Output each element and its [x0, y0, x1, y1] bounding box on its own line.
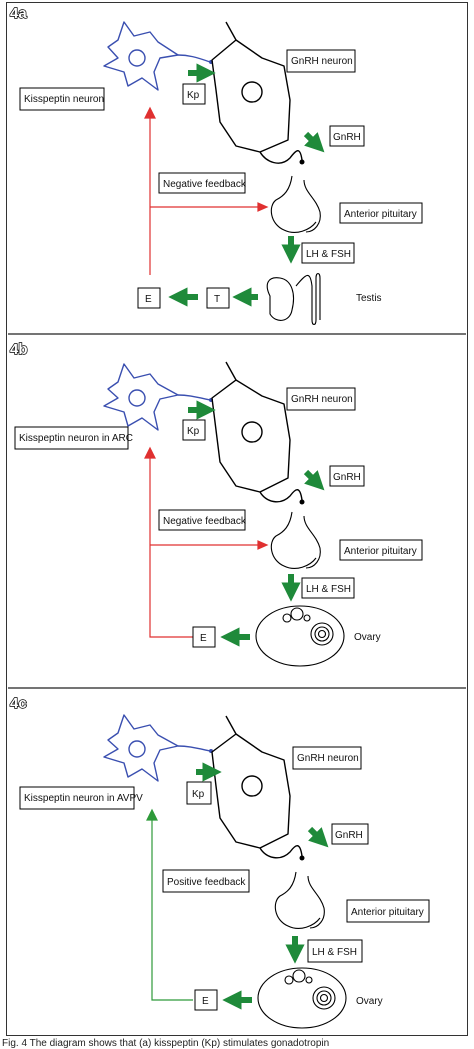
ovary-label: Ovary — [354, 632, 381, 643]
e-label: E — [200, 633, 207, 644]
e-box — [137, 287, 161, 309]
e-box — [192, 626, 216, 648]
ovary-icon — [255, 605, 345, 667]
gnrh-neuron-label: GnRH neuron — [297, 753, 359, 764]
positive-feedback-line — [146, 808, 193, 1001]
gnrh-arrow — [307, 826, 329, 848]
feedback-label: Negative feedback — [163, 179, 247, 190]
gnrh-box — [331, 823, 369, 845]
pituitary-label-box — [339, 539, 423, 561]
pituitary-icon — [270, 175, 321, 233]
panel-label: 4c — [10, 695, 27, 712]
e-label: E — [145, 294, 152, 305]
pituitary-icon — [270, 511, 321, 569]
lh-fsh-box — [301, 242, 355, 264]
panel-4c: 4c Kisspeptin neuron in AVPV GnRH neuron… — [9, 694, 430, 1029]
kisspeptin-label: Kisspeptin neuron in ARC — [19, 433, 133, 444]
negative-feedback-lines — [144, 106, 269, 275]
ovary-label: Ovary — [356, 996, 383, 1007]
kisspeptin-label-box — [14, 426, 129, 450]
kp-label: Kp — [187, 426, 200, 437]
t-box — [206, 287, 230, 309]
axon-terminal-icon — [299, 159, 305, 165]
negative-feedback-lines — [144, 446, 269, 638]
axon-terminal-icon — [299, 499, 305, 505]
kp-label: Kp — [192, 789, 205, 800]
feedback-label-box — [158, 509, 246, 531]
gnrh-arrow — [303, 469, 325, 491]
pituitary-label: Anterior pituitary — [344, 546, 417, 557]
kp-box — [186, 781, 212, 805]
lh-fsh-label: LH & FSH — [306, 584, 351, 595]
testis-label: Testis — [356, 293, 382, 304]
gnrh-arrow — [303, 131, 325, 153]
pituitary-label: Anterior pituitary — [351, 907, 424, 918]
figure-caption: Fig. 4 The diagram shows that (a) kisspe… — [2, 1038, 329, 1049]
t-label: T — [214, 294, 220, 305]
gnrh-box — [329, 465, 365, 487]
lh-fsh-label: LH & FSH — [312, 947, 357, 958]
gnrh-label: GnRH — [333, 472, 361, 483]
pituitary-label-box — [339, 202, 423, 224]
gnrh-neuron-label-box — [286, 387, 356, 411]
lh-fsh-box — [301, 577, 355, 599]
kp-box — [182, 419, 206, 441]
gnrh-neuron-label-box — [286, 49, 356, 73]
testis-icon — [266, 272, 321, 326]
feedback-label-box — [158, 172, 246, 194]
feedback-label: Positive feedback — [167, 877, 246, 888]
panel-4a: 4a Kisspeptin neuron GnRH neuron Kp GnRH — [9, 4, 423, 326]
panel-label: 4a — [10, 5, 27, 22]
lh-fsh-label: LH & FSH — [306, 249, 351, 260]
gnrh-box — [329, 125, 365, 147]
gnrh-neuron-label: GnRH neuron — [291, 56, 353, 67]
kisspeptin-neuron-icon — [103, 363, 211, 431]
kisspeptin-neuron-icon — [103, 714, 211, 782]
panel-label: 4b — [10, 341, 28, 358]
kp-box — [182, 83, 206, 105]
gnrh-label: GnRH — [333, 132, 361, 143]
kisspeptin-label-box — [19, 87, 105, 111]
feedback-label-box — [162, 869, 250, 893]
gnrh-neuron-icon — [211, 715, 303, 859]
gnrh-neuron-icon — [211, 361, 303, 503]
kisspeptin-label: Kisspeptin neuron in AVPV — [24, 793, 143, 804]
kisspeptin-label-box — [19, 786, 135, 810]
e-box — [194, 989, 218, 1011]
testis-label-box — [352, 286, 396, 308]
gnrh-label: GnRH — [335, 830, 363, 841]
lh-fsh-box — [307, 939, 363, 963]
kp-label: Kp — [187, 90, 200, 101]
gnrh-neuron-label: GnRH neuron — [291, 394, 353, 405]
gnrh-neuron-icon — [211, 21, 303, 164]
ovary-label-box — [349, 625, 391, 647]
pituitary-label-box — [346, 899, 430, 923]
ovary-icon — [257, 967, 347, 1029]
pituitary-label: Anterior pituitary — [344, 209, 417, 220]
feedback-label: Negative feedback — [163, 516, 247, 527]
panel-4b: 4b Kisspeptin neuron in ARC GnRH neuron … — [9, 340, 423, 667]
gnrh-neuron-label-box — [292, 746, 362, 770]
kisspeptin-neuron-icon — [103, 21, 211, 91]
figure-border — [6, 2, 468, 1036]
e-label: E — [202, 996, 209, 1007]
ovary-label-box — [351, 989, 393, 1011]
axon-terminal-icon — [299, 855, 305, 861]
pituitary-icon — [274, 871, 325, 929]
kisspeptin-label: Kisspeptin neuron — [24, 94, 104, 105]
